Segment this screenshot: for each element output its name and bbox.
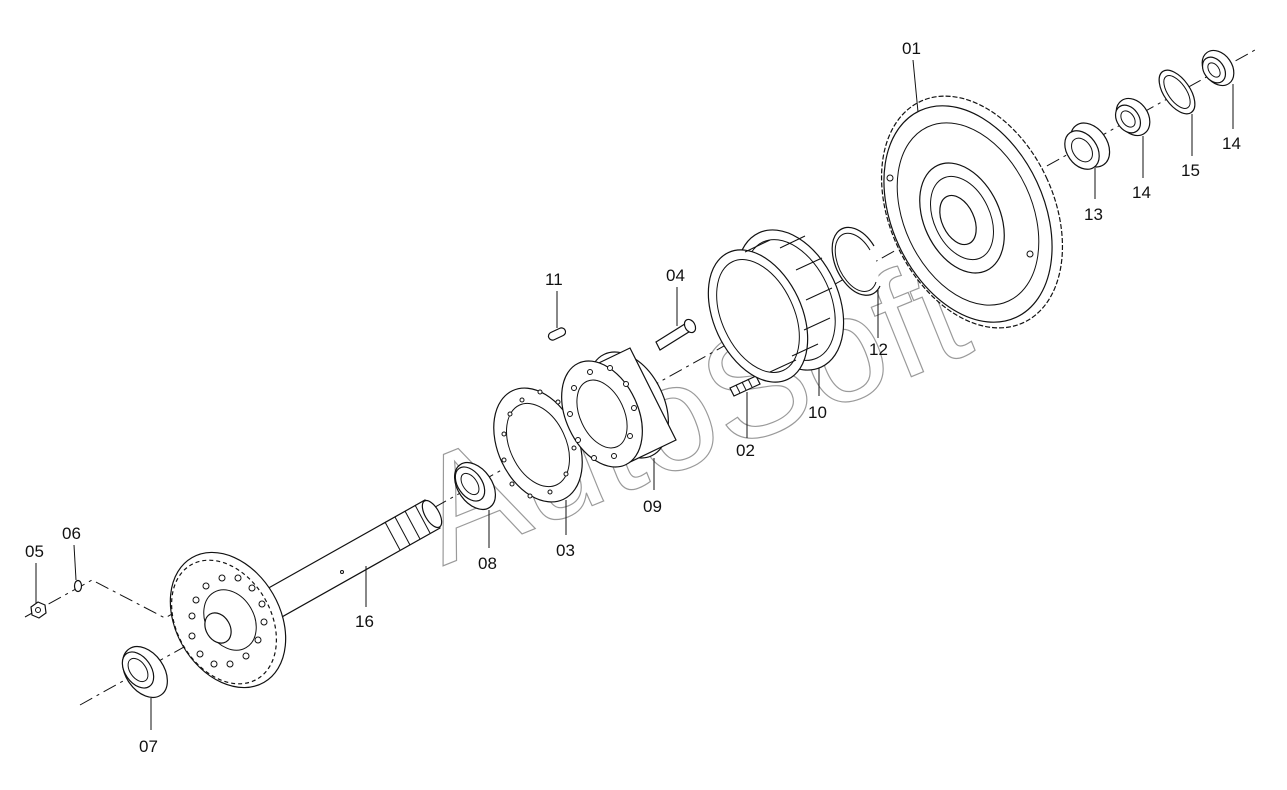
callout-04: 04 — [666, 266, 685, 285]
part-12-circlip — [831, 226, 881, 296]
part-16-gear-shaft — [169, 499, 443, 689]
callout-07: 07 — [139, 737, 158, 756]
callout-03: 03 — [556, 541, 575, 560]
callout-01: 01 — [902, 39, 921, 58]
part-15-washer — [1158, 69, 1196, 115]
callout-15: 15 — [1181, 161, 1200, 180]
part-05-nut — [30, 601, 47, 619]
callout-06: 06 — [62, 524, 81, 543]
callout-labels: 01 02 03 04 05 06 07 08 09 10 11 12 13 1… — [25, 39, 1241, 756]
part-08-bearing — [453, 461, 497, 511]
shaft-gear-holes — [188, 574, 268, 668]
callout-13: 13 — [1084, 205, 1103, 224]
part-01-large-gear — [880, 95, 1064, 329]
part-11-pin — [547, 327, 567, 341]
leader-lines — [35, 59, 1234, 730]
part-10-cage — [707, 229, 845, 383]
callout-05: 05 — [25, 542, 44, 561]
callout-12: 12 — [869, 340, 888, 359]
part-09-drum — [561, 347, 677, 468]
part-03-disc — [493, 387, 583, 503]
part-02-spring — [729, 375, 761, 397]
part-13-bushing — [1064, 122, 1111, 170]
callout-16: 16 — [355, 612, 374, 631]
callout-09: 09 — [643, 497, 662, 516]
part-14-bearing-inner — [1114, 97, 1151, 137]
watermark-text: AutoSoft — [392, 224, 988, 595]
callout-14-a: 14 — [1132, 183, 1151, 202]
callout-08: 08 — [478, 554, 497, 573]
callout-10: 10 — [808, 403, 827, 422]
callout-11: 11 — [545, 270, 563, 289]
callout-14-b: 14 — [1222, 134, 1241, 153]
part-04-bolt — [655, 318, 697, 351]
callout-02: 02 — [736, 441, 755, 460]
part-06-washer — [73, 579, 83, 593]
part-07-bearing — [121, 646, 168, 698]
part-14-bearing-outer — [1201, 49, 1235, 87]
